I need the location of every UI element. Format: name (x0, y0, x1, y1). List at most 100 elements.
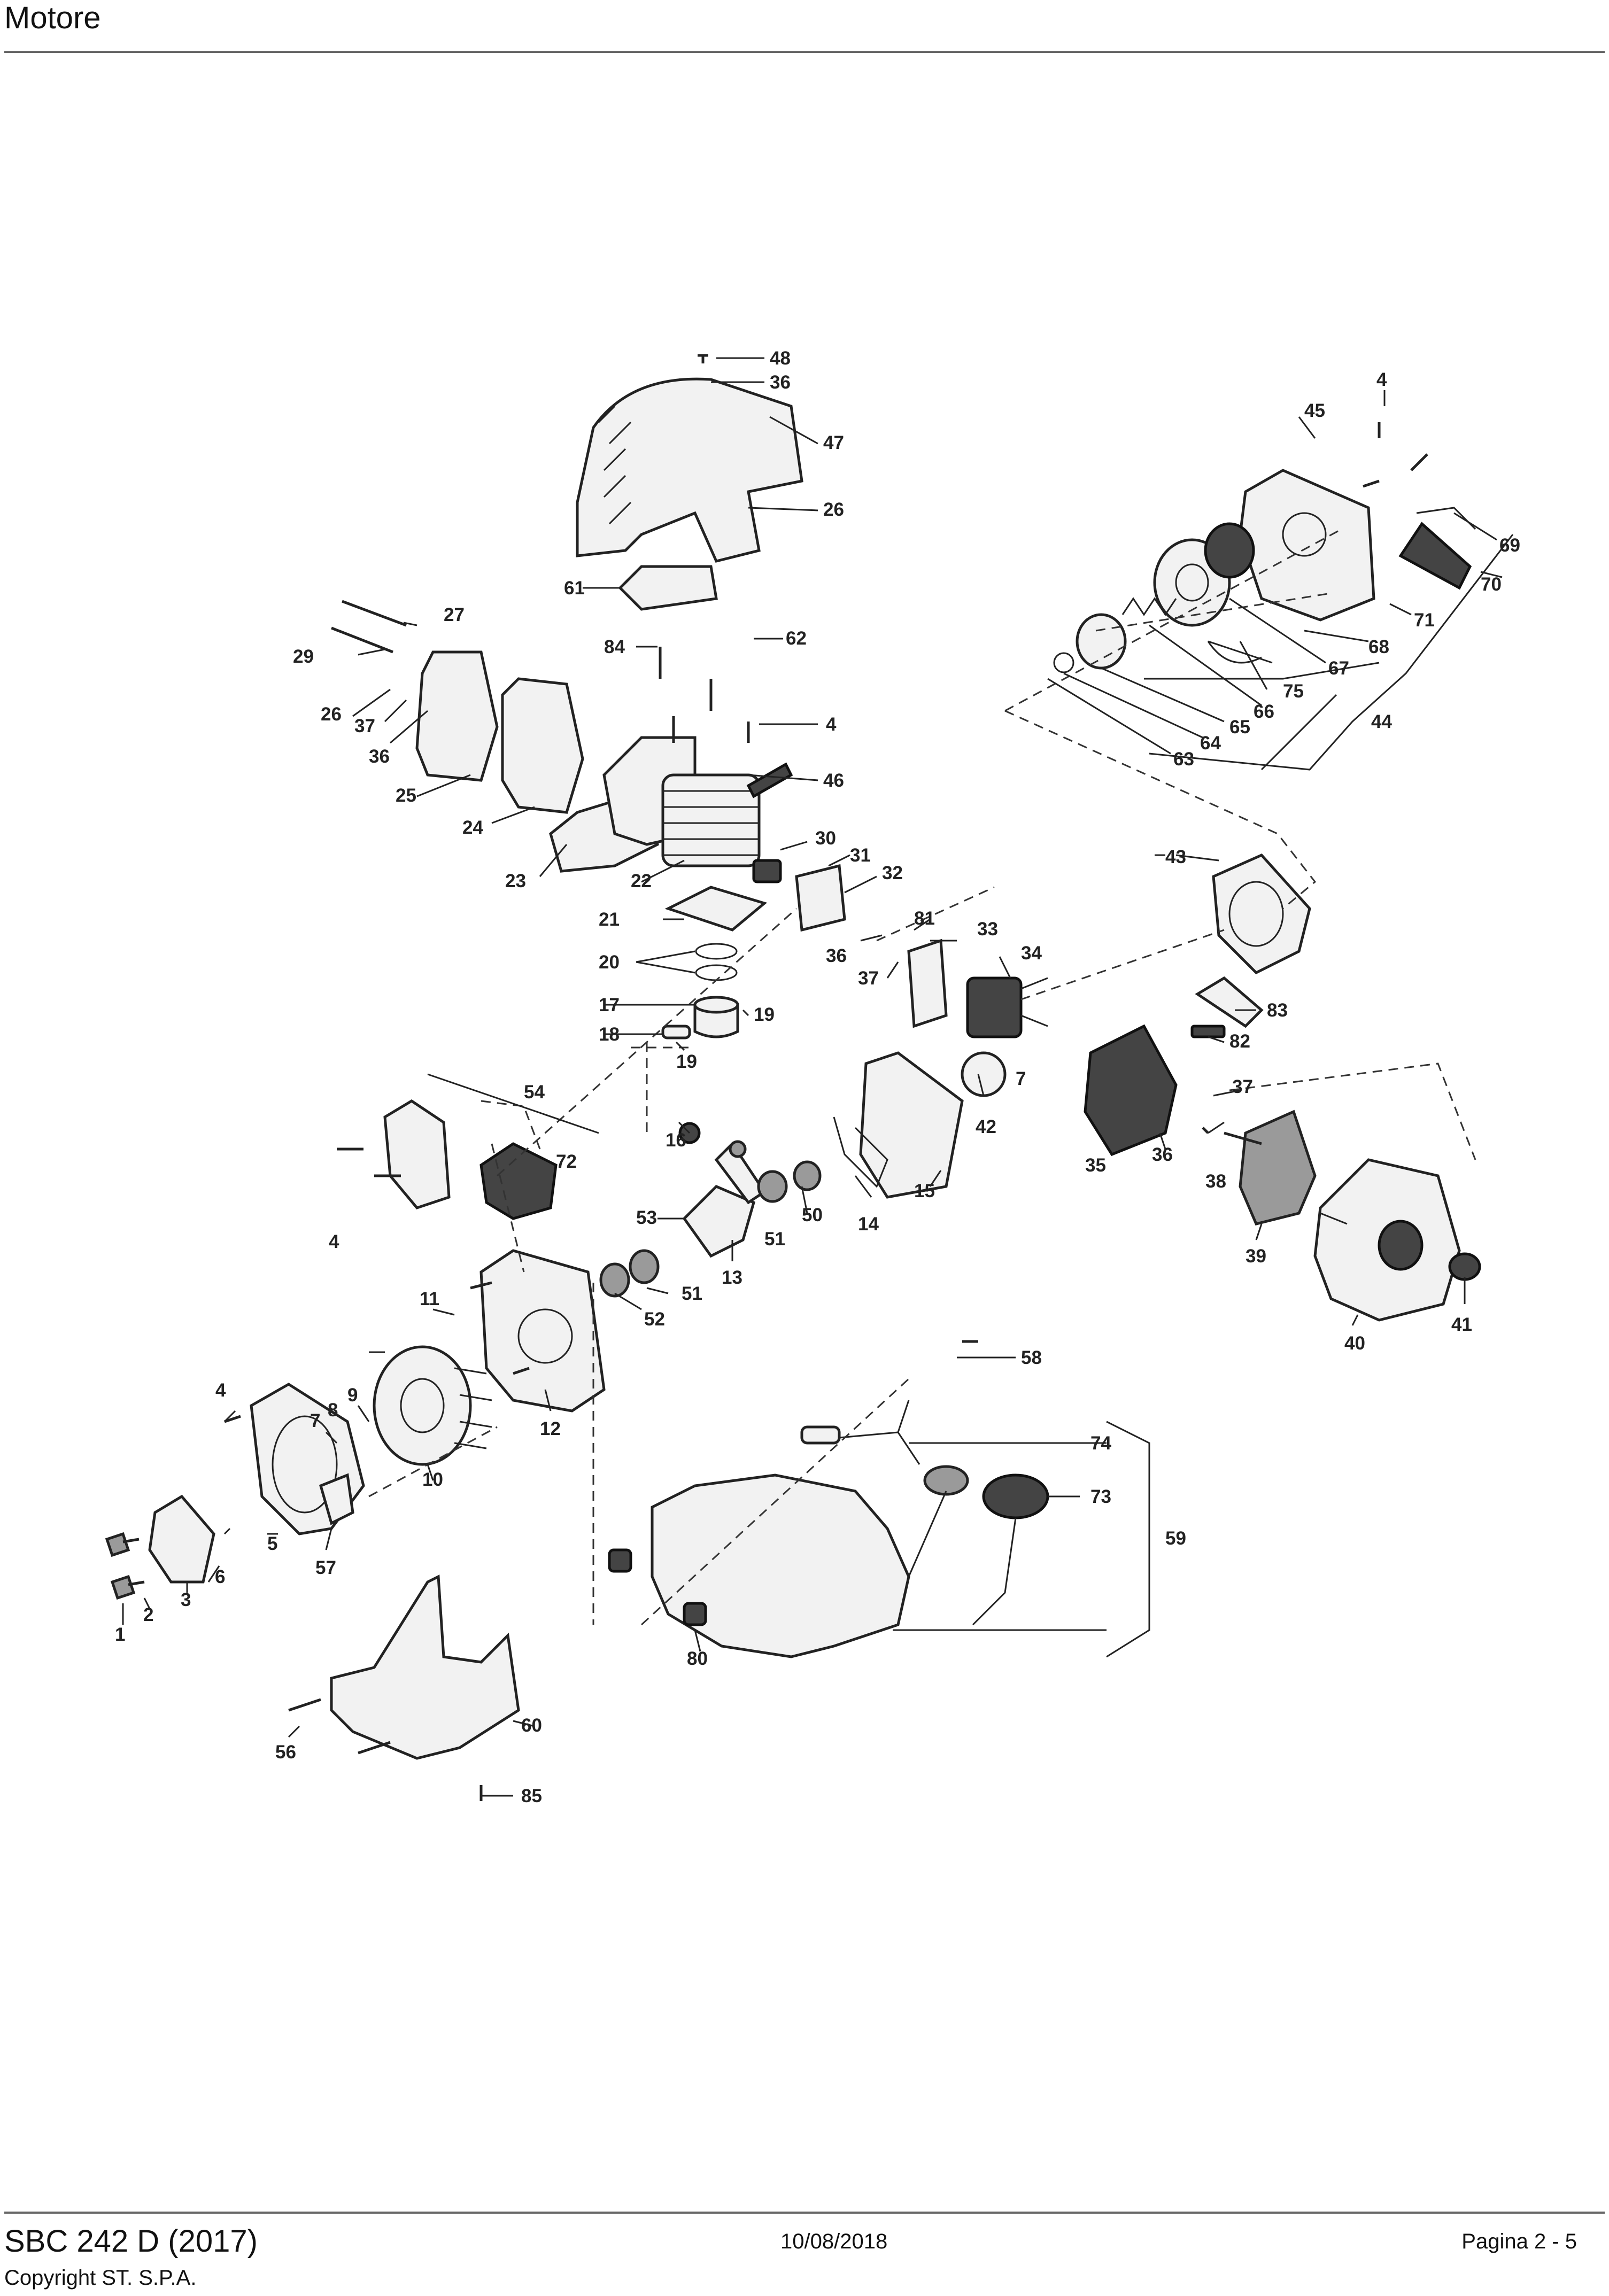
callout-47: 47 (823, 432, 844, 453)
callout-26b: 26 (321, 704, 342, 725)
callout-81: 81 (914, 908, 935, 929)
pad-shape (1190, 1025, 1226, 1038)
insulator-shape (752, 859, 782, 883)
callout-33: 33 (977, 919, 998, 940)
callout-12: 12 (540, 1418, 561, 1439)
rewind-spring-shape (1207, 640, 1273, 664)
callout-7b: 7 (310, 1410, 320, 1431)
clutch-shape (148, 1494, 215, 1584)
starter-handle-shape (1398, 522, 1472, 590)
callout-24: 24 (462, 817, 483, 838)
callout-15: 15 (914, 1181, 935, 1201)
callout-46: 46 (823, 770, 844, 791)
callout-51b: 51 (682, 1283, 702, 1304)
callout-16: 16 (666, 1130, 686, 1151)
callout-84: 84 (604, 637, 625, 657)
callout-75: 75 (1283, 681, 1304, 702)
callout-4b: 4 (1376, 369, 1387, 390)
callout-4: 4 (826, 714, 837, 735)
callout-34: 34 (1021, 943, 1042, 964)
air-filter-base-shape (1084, 1024, 1178, 1157)
callout-37c: 37 (1232, 1076, 1253, 1097)
callout-69: 69 (1499, 535, 1520, 556)
clutch-bolt-shape (105, 1532, 140, 1557)
callout-6: 6 (215, 1566, 225, 1587)
callout-41: 41 (1451, 1314, 1472, 1335)
callout-52: 52 (644, 1309, 665, 1330)
callout-35: 35 (1085, 1155, 1106, 1176)
piston-shape (693, 1003, 739, 1038)
cover-plate-shape (618, 565, 718, 611)
assembly-lines (368, 528, 1476, 1626)
callout-22: 22 (631, 871, 652, 891)
callout-2: 2 (143, 1604, 153, 1625)
callout-54: 54 (524, 1082, 545, 1103)
callout-4c: 4 (329, 1231, 339, 1252)
bracket-shape (1195, 976, 1264, 1028)
callout-70: 70 (1481, 574, 1502, 595)
callout-9: 9 (347, 1385, 358, 1406)
flywheel-shape (373, 1345, 472, 1466)
starter-boss-shape (1076, 613, 1127, 670)
callout-65: 65 (1229, 717, 1250, 738)
callout-23: 23 (505, 871, 526, 891)
parts-drawing (105, 354, 1481, 1801)
pawl-spring-shape (1121, 597, 1177, 616)
callout-53: 53 (636, 1207, 657, 1228)
callout-80: 80 (687, 1648, 708, 1669)
callout-18: 18 (599, 1024, 620, 1045)
callout-19b: 19 (676, 1051, 697, 1072)
callout-17: 17 (599, 995, 620, 1015)
callout-40: 40 (1344, 1333, 1365, 1354)
callout-36b: 36 (369, 746, 390, 767)
carburettor-shape (966, 976, 1023, 1038)
callout-36c: 36 (826, 945, 847, 966)
fuel-cap-shape (982, 1473, 1049, 1519)
callout-51: 51 (764, 1229, 785, 1250)
carb-flange-shape (795, 864, 846, 932)
callout-4d: 4 (215, 1380, 226, 1401)
callout-27: 27 (444, 604, 465, 625)
callout-36: 36 (770, 372, 791, 393)
callout-85: 85 (521, 1786, 542, 1806)
muffler-cover-shape (415, 650, 499, 782)
callout-82: 82 (1229, 1031, 1250, 1052)
copyright: Copyright ST. S.P.A. (4, 2266, 197, 2290)
intake-gasket-shape (833, 1116, 888, 1188)
group-brackets (427, 534, 1514, 1658)
document-date: 10/08/2018 (780, 2230, 888, 2253)
callout-50: 50 (802, 1205, 823, 1225)
callout-71: 71 (1414, 610, 1435, 631)
callout-60: 60 (521, 1715, 542, 1736)
callout-21: 21 (599, 909, 620, 930)
crankshaft-shape (682, 1185, 756, 1258)
callout-45: 45 (1304, 400, 1325, 421)
callout-11: 11 (420, 1289, 439, 1309)
piston-ring-shape (695, 943, 738, 960)
callout-labels: 48 36 47 26 61 84 62 27 29 26 37 36 25 2… (115, 348, 1520, 1806)
ignition-coil-shape (319, 1473, 354, 1525)
page-title: Motore (4, 1, 101, 35)
callout-74: 74 (1090, 1433, 1111, 1454)
callout-32: 32 (882, 863, 903, 883)
callout-20: 20 (599, 952, 620, 973)
cylinder-shape (661, 773, 761, 867)
air-filter-shape (1239, 1110, 1317, 1225)
callout-10: 10 (422, 1469, 443, 1490)
callout-36d: 36 (1152, 1144, 1173, 1165)
callout-43: 43 (1165, 847, 1186, 867)
wrist-pin-shape (661, 1025, 691, 1040)
callout-19: 19 (754, 1004, 775, 1025)
callout-25: 25 (396, 785, 416, 806)
screws (224, 354, 1428, 1801)
callout-7: 7 (1016, 1068, 1026, 1089)
fuel-tank-shape (651, 1473, 910, 1658)
callout-5: 5 (267, 1533, 277, 1554)
callout-59: 59 (1165, 1528, 1186, 1549)
callout-67: 67 (1328, 658, 1349, 679)
muffler-body-shape (501, 677, 584, 814)
callout-57: 57 (315, 1557, 336, 1578)
crankcase-shape (479, 1249, 606, 1413)
callout-61: 61 (564, 578, 585, 599)
